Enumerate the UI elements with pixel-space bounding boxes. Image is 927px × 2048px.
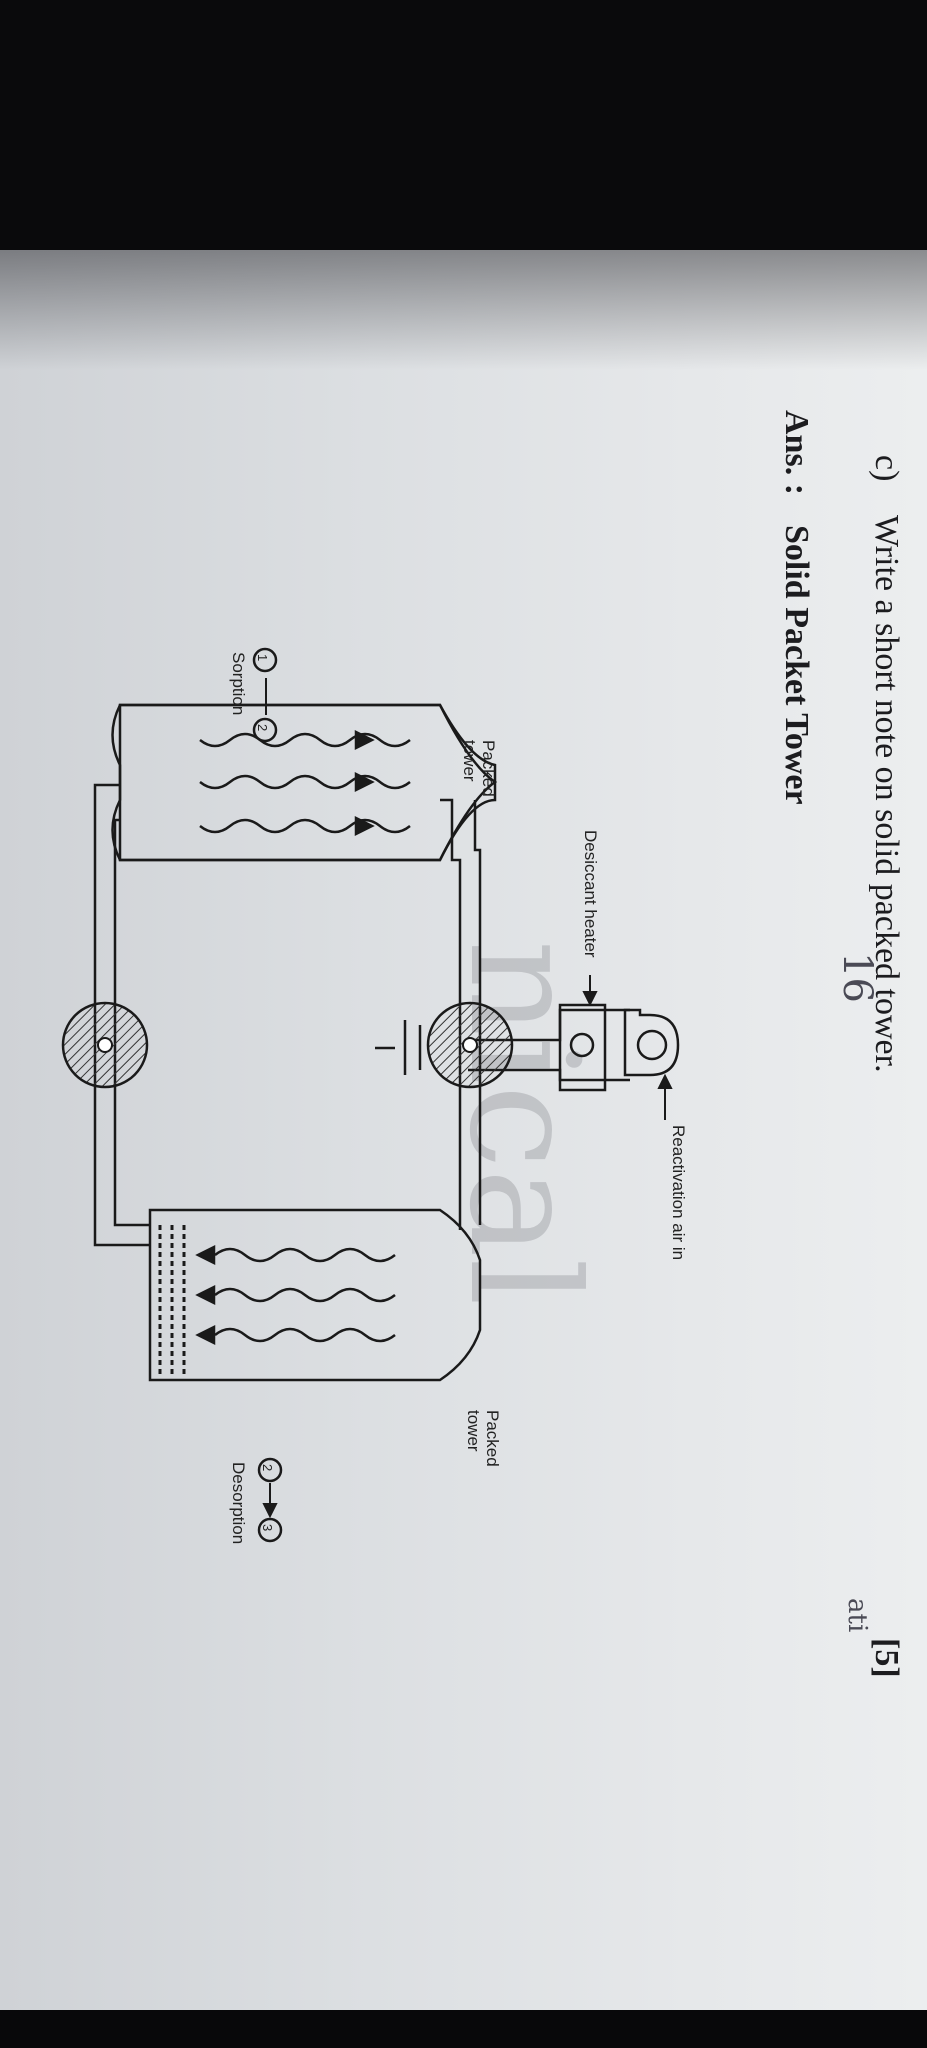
desorption-state-2: 2 xyxy=(260,1464,275,1472)
sorption-state-2: 2 xyxy=(255,724,270,732)
sorption-state-1: 1 xyxy=(255,654,270,662)
packed-tower-right-label: Packed tower xyxy=(464,1410,502,1467)
packed-tower-left-vessel xyxy=(111,703,497,862)
duct-top-left xyxy=(440,798,462,1230)
paper-sheet xyxy=(0,250,927,2010)
packed-tower-left-label: Packed tower xyxy=(460,740,498,797)
desorption-label: Desorption xyxy=(229,1462,248,1545)
reactivation-air-label: Reactivation air in xyxy=(669,1125,688,1261)
desiccant-heater-label: Desiccant heater xyxy=(581,830,600,958)
sorption-label: Sorption xyxy=(229,652,248,716)
desorption-state-3: 3 xyxy=(260,1524,275,1532)
desiccant-heater-box xyxy=(558,1003,607,1092)
blower xyxy=(623,1008,680,1077)
desk-edge xyxy=(0,2010,927,2048)
